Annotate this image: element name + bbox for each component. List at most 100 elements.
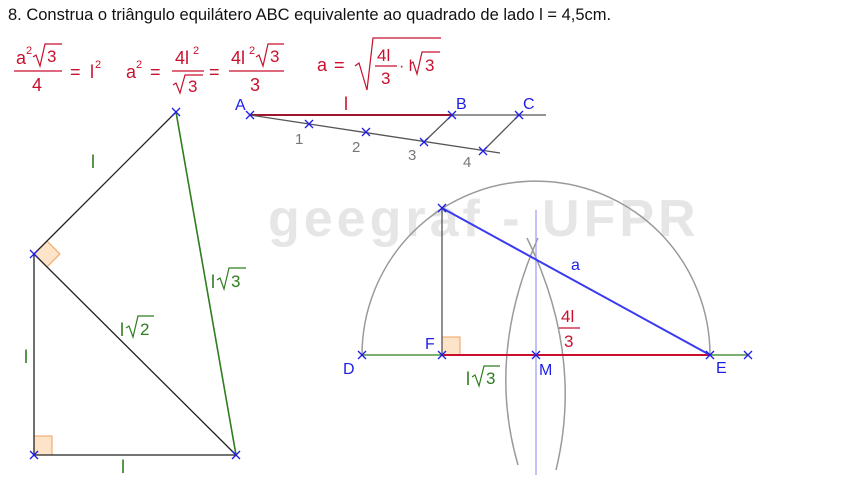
point-marker xyxy=(437,203,447,213)
parallel-line-3 xyxy=(423,114,453,143)
fe-length-label: 4l 3 xyxy=(559,307,580,351)
point-marker xyxy=(231,450,241,460)
division-figure: A B C l 1 2 3 4 xyxy=(235,94,546,171)
eq2-frac2-num: 4l xyxy=(231,48,245,68)
auxiliary-line xyxy=(249,114,501,154)
eq2-exp: 2 xyxy=(136,59,142,71)
construction-figure: D F M E a 4l 3 l 3 xyxy=(343,180,753,475)
eq2-frac2-den: 3 xyxy=(250,75,260,95)
eq2-a: a xyxy=(126,62,137,82)
watermark: geegraf - UFPR xyxy=(268,190,700,248)
point-marker xyxy=(447,110,457,120)
df-length-label: l 3 xyxy=(466,365,500,389)
point-marker xyxy=(705,350,715,360)
point-marker xyxy=(29,249,39,259)
eq3-inner-den: 3 xyxy=(381,69,390,88)
eq2-equals1: = xyxy=(150,62,161,82)
eq2-frac1-radical-sign xyxy=(172,74,203,95)
hypotenuse-label-l: l xyxy=(211,272,215,292)
point-marker xyxy=(171,107,181,117)
eq2-frac1-den: 3 xyxy=(188,77,197,96)
tick-label-3: 3 xyxy=(408,147,416,164)
hypotenuse-radical-sign xyxy=(216,267,246,292)
construction-point-markers xyxy=(357,203,753,360)
eq1-a: a xyxy=(16,48,27,68)
point-marker xyxy=(357,350,367,360)
eq2-frac1-num: 4l xyxy=(175,48,189,68)
point-marker xyxy=(419,137,429,147)
semicircle-arc xyxy=(361,180,711,356)
left-figure: l l l l 2 l 3 xyxy=(24,107,246,477)
point-marker xyxy=(743,350,753,360)
tick-label-2: 2 xyxy=(352,139,360,156)
point-marker xyxy=(478,146,488,156)
df-radical-sign xyxy=(471,365,500,389)
formula-a-squared: a 2 = 4l 2 3 = 4l 2 3 3 xyxy=(126,43,284,96)
formula-area-equation: a 2 3 4 = l 2 xyxy=(14,43,101,95)
parallel-line-4 xyxy=(482,114,520,152)
label-c: C xyxy=(523,96,535,113)
diagonal-label: l 2 xyxy=(120,315,154,340)
label-a: A xyxy=(235,97,246,114)
tick-label-4: 4 xyxy=(463,154,471,171)
vertical-leg-label: l xyxy=(24,347,28,367)
bisector-arc-left xyxy=(505,237,539,466)
point-marker xyxy=(437,350,447,360)
side-a xyxy=(441,207,711,356)
label-m: M xyxy=(539,362,552,379)
point-marker xyxy=(29,450,39,460)
eq3-outer-radical-sign xyxy=(354,37,441,91)
eq2-frac2-num-exp: 2 xyxy=(249,45,255,57)
df-label-rad: 3 xyxy=(486,369,495,388)
eq2-frac2-radical-sign xyxy=(255,43,284,69)
diagonal-label-rad: 2 xyxy=(140,320,149,339)
eq3-a: a xyxy=(317,55,328,75)
eq3-inner-rad: 3 xyxy=(425,56,434,75)
eq3-inner-radical-sign xyxy=(409,51,440,77)
side-a-label: a xyxy=(571,257,580,274)
division-point-markers xyxy=(245,110,524,156)
label-d: D xyxy=(343,361,355,378)
eq3-inner-num: 4l xyxy=(377,46,390,65)
df-label-l: l xyxy=(466,369,470,389)
formula-a: a = 4l 3 · l 3 xyxy=(317,37,441,91)
eq1-rhs-exp: 2 xyxy=(95,59,101,71)
upper-leg xyxy=(33,111,177,255)
hypotenuse-label: l 3 xyxy=(211,267,246,292)
hypotenuse xyxy=(175,111,237,456)
eq1-radical-sign xyxy=(32,43,62,69)
diagonal-label-l: l xyxy=(120,320,124,340)
label-f: F xyxy=(425,336,435,353)
segment-ab-label: l xyxy=(344,94,348,114)
eq2-equals2: = xyxy=(209,62,220,82)
eq1-rhs-l: l xyxy=(90,62,94,82)
eq1-equals: = xyxy=(70,62,81,82)
formula-block: a 2 3 4 = l 2 a 2 = 4l 2 3 = 4 xyxy=(14,37,441,96)
point-marker xyxy=(514,110,524,120)
point-marker xyxy=(245,110,255,120)
right-angle-mark xyxy=(33,240,61,268)
eq2-frac1-num-exp: 2 xyxy=(193,45,199,57)
label-b: B xyxy=(456,96,467,113)
eq3-dot-l: · l xyxy=(399,58,412,75)
diagonal-radical-sign xyxy=(125,315,154,340)
fe-num: 4l xyxy=(561,307,574,326)
point-marker xyxy=(304,119,314,129)
fe-den: 3 xyxy=(564,332,573,351)
hypotenuse-label-rad: 3 xyxy=(231,272,240,291)
tick-label-1: 1 xyxy=(295,131,303,148)
label-e: E xyxy=(716,360,727,377)
upper-leg-label: l xyxy=(91,152,95,172)
problem-statement: 8. Construa o triângulo equilátero ABC e… xyxy=(8,6,612,24)
eq1-exp: 2 xyxy=(26,45,32,57)
eq3-equals: = xyxy=(334,55,345,75)
point-markers xyxy=(29,107,241,460)
eq2-frac2-rad: 3 xyxy=(270,47,279,66)
point-marker xyxy=(361,127,371,137)
eq1-rad: 3 xyxy=(47,47,56,66)
point-marker xyxy=(531,350,541,360)
eq1-den: 4 xyxy=(32,75,42,95)
bottom-leg-label: l xyxy=(121,457,125,477)
